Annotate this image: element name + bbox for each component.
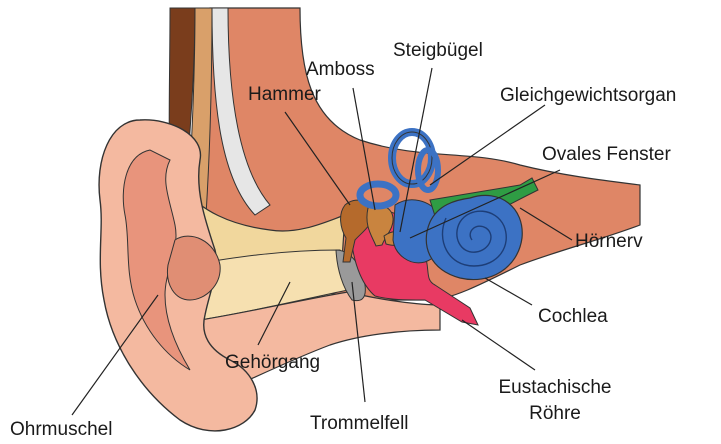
label-cochlea: Cochlea xyxy=(538,307,608,326)
label-hammer: Hammer xyxy=(248,85,321,104)
label-ohrmuschel: Ohrmuschel xyxy=(10,420,112,439)
label-roehre: Röhre xyxy=(485,404,625,423)
label-gehoergang: Gehörgang xyxy=(225,353,320,372)
label-ovales-fenster: Ovales Fenster xyxy=(542,145,671,164)
label-gleichgewichtsorgan: Gleichgewichtsorgan xyxy=(500,86,676,105)
label-eustachische: Eustachische xyxy=(485,378,625,397)
label-hoernerv: Hörnerv xyxy=(575,232,643,251)
label-trommelfell: Trommelfell xyxy=(310,414,409,433)
leader-eustachische xyxy=(462,320,535,370)
label-amboss: Amboss xyxy=(306,60,375,79)
leader-cochlea xyxy=(485,278,532,305)
label-steigbuegel: Steigbügel xyxy=(393,41,483,60)
